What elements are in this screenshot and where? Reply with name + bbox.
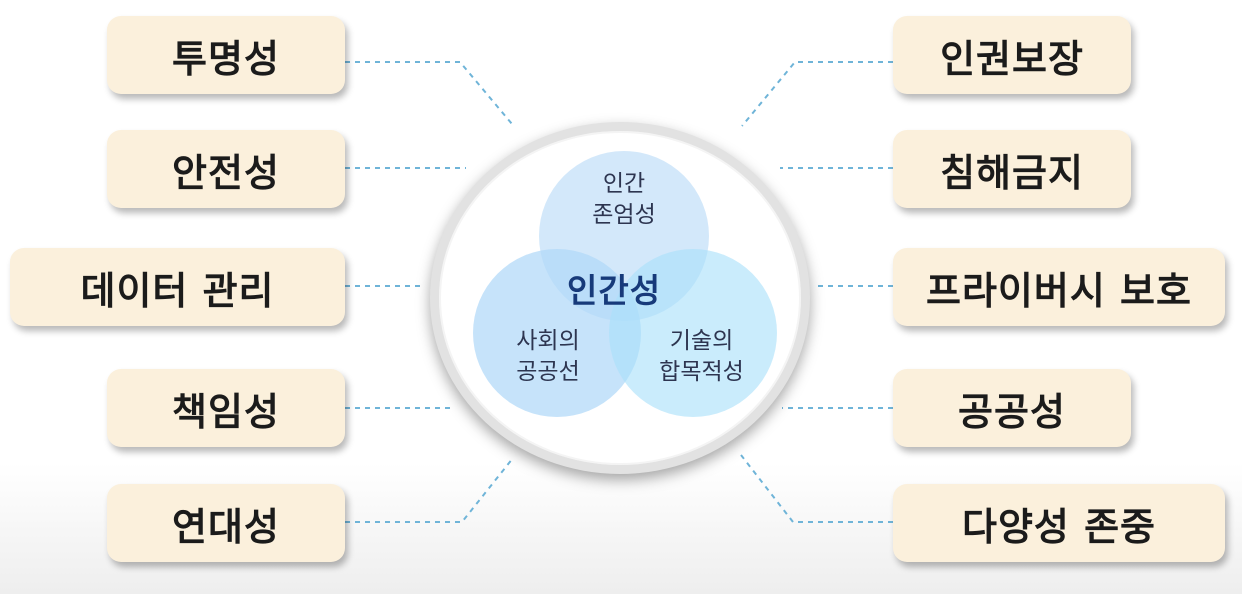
venn-label-human-dignity: 인간 존엄성 <box>569 169 679 231</box>
venn-label-line: 합목적성 <box>659 359 744 385</box>
right-item-label: 프라이버시 보호 <box>926 268 1192 313</box>
venn-label-line: 기술의 <box>669 328 734 354</box>
connector-left-5 <box>345 457 514 523</box>
left-item-label: 연대성 <box>172 504 280 549</box>
right-item-diversity: 다양성 존중 <box>893 484 1225 562</box>
right-item-human-rights: 인권보장 <box>893 16 1131 94</box>
venn-circle-tech-purpose <box>609 249 777 417</box>
venn-label-line: 사회의 <box>516 328 580 354</box>
right-item-label: 인권보장 <box>940 36 1084 81</box>
left-item-label: 안전성 <box>172 150 280 195</box>
right-item-label: 다양성 존중 <box>961 504 1157 549</box>
right-item-no-harm: 침해금지 <box>893 130 1131 208</box>
central-hub-circle: 인간 존엄성 인간성 사회의 공공선 기술의 합목적성 <box>430 122 810 474</box>
left-item-label: 투명성 <box>172 36 280 81</box>
left-item-data-management: 데이터 관리 <box>10 248 345 326</box>
right-item-publicness: 공공성 <box>893 369 1131 447</box>
hub-title: 인간성 <box>567 271 662 310</box>
left-item-label: 책임성 <box>172 389 280 434</box>
right-item-privacy: 프라이버시 보호 <box>893 248 1225 326</box>
left-item-safety: 안전성 <box>107 130 345 208</box>
venn-label-line: 공공선 <box>516 359 580 385</box>
connector-left-1 <box>345 61 513 125</box>
venn-label-tech-purpose: 기술의 합목적성 <box>639 326 764 388</box>
right-item-label: 침해금지 <box>940 150 1084 195</box>
left-item-accountability: 책임성 <box>107 369 345 447</box>
left-item-transparency: 투명성 <box>107 16 345 94</box>
left-item-solidarity: 연대성 <box>107 484 345 562</box>
venn-label-line: 존엄성 <box>592 202 656 228</box>
venn-label-line: 인간 <box>602 171 646 197</box>
connector-right-5 <box>740 454 893 523</box>
venn-label-social-good: 사회의 공공선 <box>493 326 603 388</box>
connector-right-1 <box>741 61 893 127</box>
right-item-label: 공공성 <box>958 389 1066 434</box>
left-item-label: 데이터 관리 <box>80 268 275 313</box>
